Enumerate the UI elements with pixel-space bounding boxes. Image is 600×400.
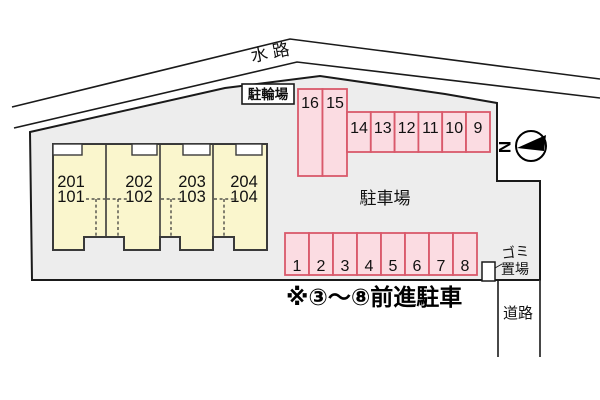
north-compass-icon: N — [495, 130, 547, 162]
parking-space-9: 9 — [465, 111, 491, 153]
svg-text:204: 204 — [230, 173, 258, 191]
parking-lot-label: 駐車場 — [360, 189, 411, 208]
balcony-notch — [52, 143, 83, 156]
svg-text:15: 15 — [326, 95, 344, 112]
svg-text:101: 101 — [57, 188, 85, 206]
waterway-line-inner — [13, 61, 600, 129]
bicycle-parking-sign: 駐輪場 — [241, 83, 295, 105]
svg-text:13: 13 — [374, 120, 392, 137]
road-label: 道路 — [503, 305, 533, 322]
unit-label-204-104: 204 104 — [230, 173, 258, 206]
svg-text:3: 3 — [341, 258, 350, 275]
svg-text:203: 203 — [178, 173, 206, 191]
svg-text:10: 10 — [445, 120, 463, 137]
balcony-notch — [182, 143, 211, 156]
svg-text:4: 4 — [365, 258, 374, 275]
unit-label-201-101: 201 101 — [57, 173, 85, 206]
parking-space-7: 7 — [428, 232, 454, 276]
parking-space-2: 2 — [308, 232, 334, 276]
parking-space-12: 12 — [393, 111, 420, 153]
parking-space-13: 13 — [369, 111, 396, 153]
svg-text:1: 1 — [293, 258, 302, 275]
balcony-notch — [235, 143, 263, 156]
svg-text:102: 102 — [125, 188, 153, 206]
parking-space-1: 1 — [284, 232, 310, 276]
unit-label-202-102: 202 102 — [125, 173, 153, 206]
building: 201 101 202 102 203 103 204 104 — [52, 143, 268, 251]
svg-text:駐輪場: 駐輪場 — [248, 86, 289, 102]
parking-space-4: 4 — [356, 232, 382, 276]
parking-space-8: 8 — [452, 232, 478, 276]
parking-space-3: 3 — [332, 232, 358, 276]
waterway-label: 水路 — [249, 39, 296, 66]
svg-text:9: 9 — [474, 120, 483, 137]
svg-text:201: 201 — [57, 173, 85, 191]
svg-text:16: 16 — [301, 95, 319, 112]
garbage-area: ゴミ 置場 — [481, 242, 531, 282]
svg-text:5: 5 — [389, 258, 398, 275]
svg-text:103: 103 — [178, 188, 206, 206]
forward-parking-note: ※③〜⑧前進駐車 — [286, 284, 462, 310]
svg-text:置場: 置場 — [501, 261, 529, 277]
svg-text:ゴミ: ゴミ — [501, 242, 531, 261]
parking-space-14: 14 — [346, 111, 372, 153]
svg-text:11: 11 — [422, 120, 439, 137]
svg-text:12: 12 — [398, 120, 416, 137]
svg-text:6: 6 — [413, 258, 422, 275]
parking-space-15: 15 — [321, 88, 348, 177]
svg-text:14: 14 — [350, 120, 368, 137]
svg-text:2: 2 — [317, 258, 326, 275]
waterway-line-outer — [11, 38, 600, 108]
svg-text:104: 104 — [230, 188, 258, 206]
garbage-box-icon — [481, 261, 496, 282]
balcony-notch — [131, 143, 158, 156]
unit-label-203-103: 203 103 — [178, 173, 206, 206]
parking-space-16: 16 — [297, 88, 324, 177]
svg-text:N: N — [495, 141, 514, 153]
svg-text:7: 7 — [437, 258, 446, 275]
svg-text:8: 8 — [461, 258, 470, 275]
parking-space-10: 10 — [441, 111, 467, 153]
parking-space-6: 6 — [404, 232, 430, 276]
parking-space-11: 11 — [417, 111, 444, 153]
entry-paths — [86, 198, 237, 236]
svg-text:202: 202 — [125, 173, 153, 191]
parking-space-5: 5 — [380, 232, 406, 276]
